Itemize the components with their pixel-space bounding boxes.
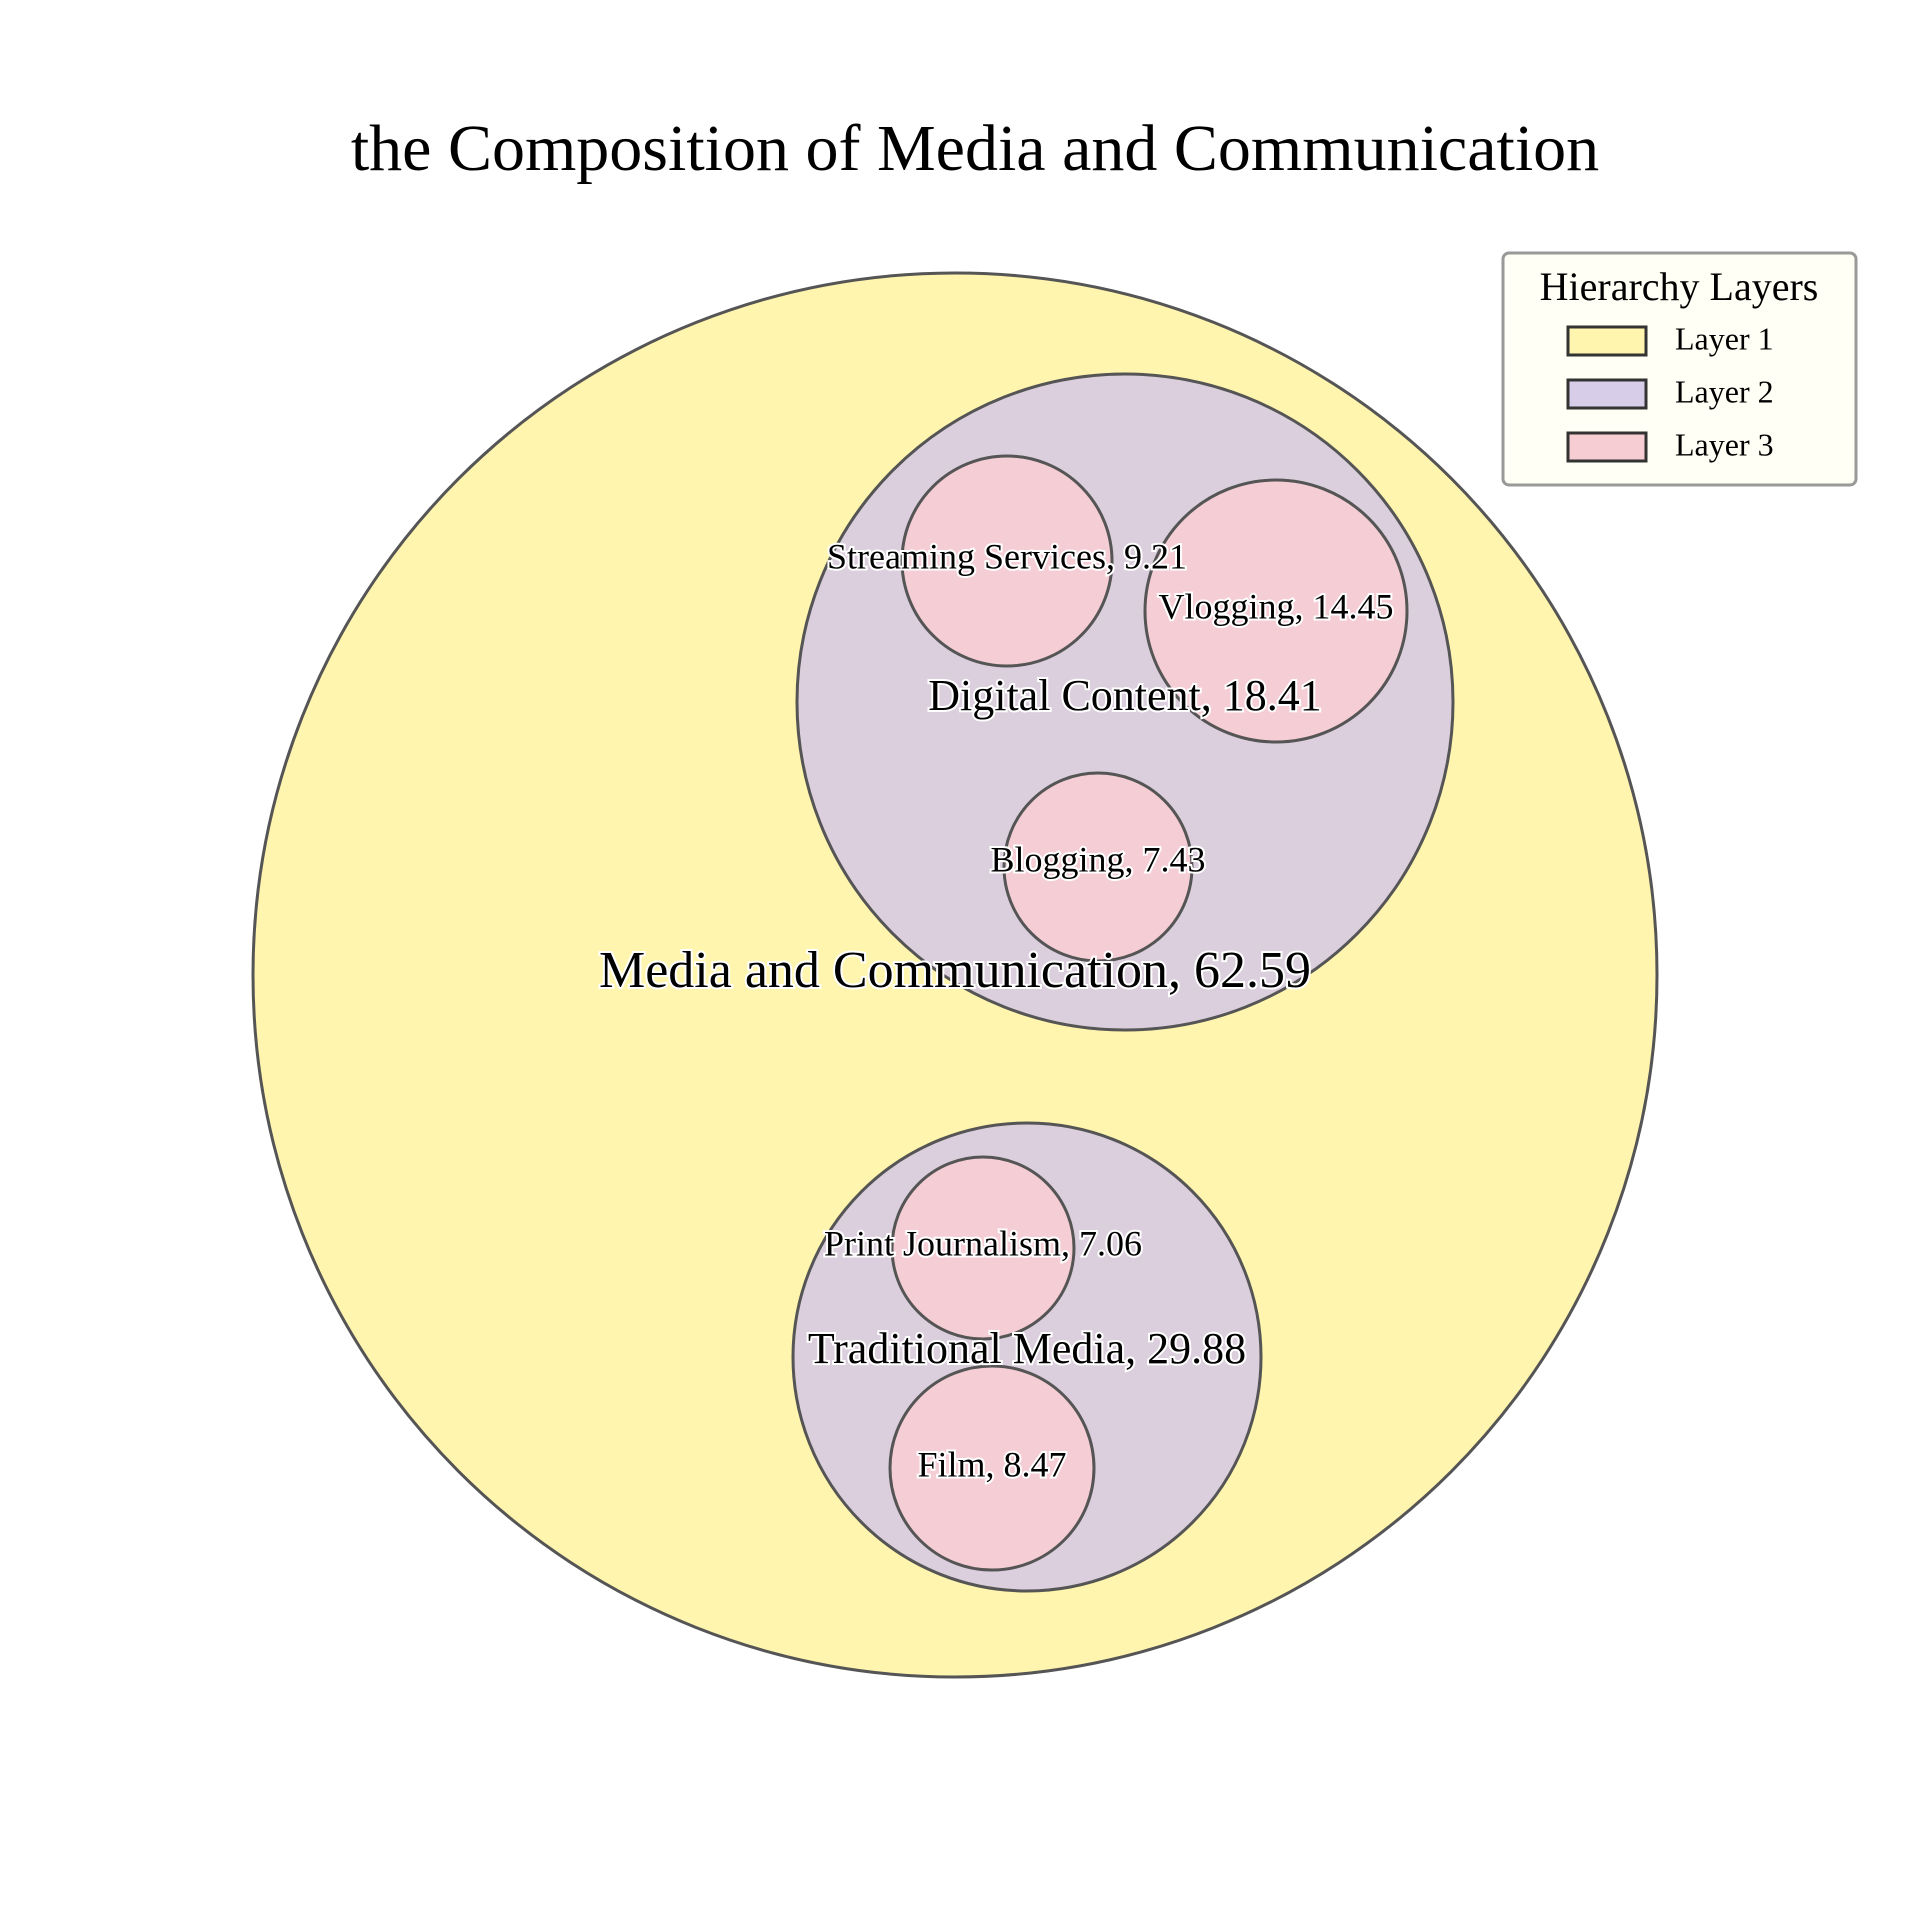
label-print-journalism: Print Journalism, 7.06 (824, 1223, 1142, 1263)
label-blogging: Blogging, 7.43 (990, 839, 1205, 879)
circle-blogging (1002, 771, 1194, 963)
circles-layer (251, 271, 1659, 1679)
label-traditional-media: Traditional Media, 29.88 (808, 1324, 1246, 1373)
labels-layer: Media and Communication, 62.59 Digital Co… (597, 534, 1396, 1486)
legend: Hierarchy Layers Layer 1 Layer 2 Layer 3 (1501, 251, 1858, 487)
legend-swatch-layer-3 (1566, 431, 1648, 463)
legend-items: Layer 1 Layer 2 Layer 3 (1566, 320, 1774, 463)
label-vlogging: Vlogging, 14.45 (1158, 586, 1393, 626)
circle-film (888, 1364, 1096, 1572)
legend-label-layer-1: Layer 1 (1675, 320, 1774, 356)
legend-swatch-layer-1 (1566, 325, 1648, 357)
legend-label-layer-3: Layer 3 (1675, 426, 1774, 462)
legend-frame (1501, 251, 1858, 487)
circle-print-journalism (890, 1155, 1076, 1341)
label-streaming-services: Streaming Services, 9.21 (827, 536, 1187, 576)
legend-label-layer-2: Layer 2 (1675, 373, 1774, 409)
label-digital-content: Digital Content, 18.41 (928, 671, 1322, 720)
label-film: Film, 8.47 (917, 1444, 1066, 1484)
legend-swatch-layer-2 (1566, 378, 1648, 410)
circle-streaming-services (900, 454, 1114, 668)
legend-title: Hierarchy Layers (1540, 264, 1819, 309)
chart-title: the Composition of Media and Communicati… (351, 112, 1599, 185)
circle-vlogging (1143, 478, 1409, 744)
label-media-and-communication: Media and Communication, 62.59 (599, 942, 1311, 999)
